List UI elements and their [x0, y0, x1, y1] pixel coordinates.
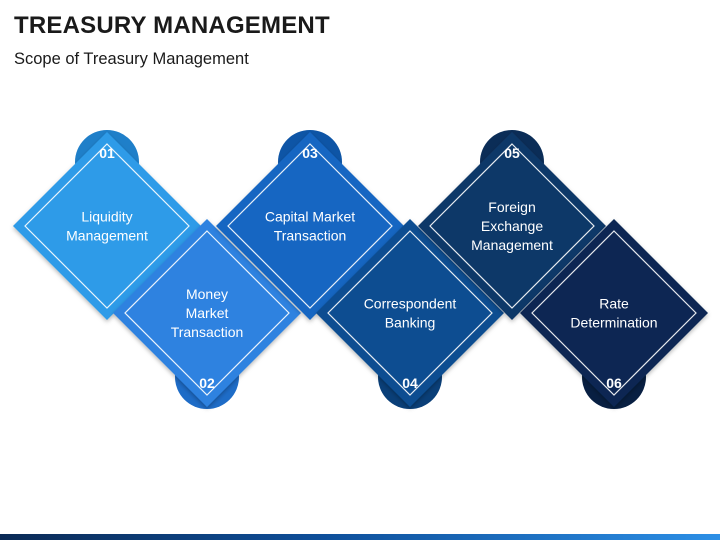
step-5-outline: [429, 143, 595, 309]
step-5-diamond: [418, 132, 606, 320]
step-2-label-line: Transaction: [171, 324, 244, 340]
step-2-outline: [124, 230, 290, 396]
step-5-label-line: Management: [471, 237, 553, 253]
footer-bar: [0, 534, 720, 540]
step-2-diamond: [113, 219, 301, 407]
step-6-diamond: [520, 219, 708, 407]
step-5-label-line: Exchange: [481, 218, 543, 234]
step-3-outline: [227, 143, 393, 309]
step-4-outline: [327, 230, 493, 396]
step-5-label-line: Foreign: [488, 199, 535, 215]
step-6-label-line: Rate: [599, 296, 629, 312]
step-4-diamond: [316, 219, 504, 407]
step-3-label-line: Transaction: [274, 228, 347, 244]
step-6-label-line: Determination: [570, 315, 657, 331]
step-4-label-line: Correspondent: [364, 296, 457, 312]
step-4-number: 04: [402, 375, 418, 391]
step-1-label-line: Management: [66, 228, 148, 244]
step-1-outline: [24, 143, 190, 309]
page-subtitle: Scope of Treasury Management: [14, 50, 249, 68]
step-2-label-line: Market: [186, 305, 229, 321]
step-3-label-line: Capital Market: [265, 209, 355, 225]
step-2-label-line: Money: [186, 286, 228, 302]
step-5-number: 05: [504, 145, 520, 161]
page-title: TREASURY MANAGEMENT: [14, 12, 330, 39]
step-2-number: 02: [199, 375, 215, 391]
step-6-outline: [531, 230, 697, 396]
step-1-number: 01: [99, 145, 115, 161]
step-6-number: 06: [606, 375, 622, 391]
step-3-number: 03: [302, 145, 318, 161]
step-4-label-line: Banking: [385, 315, 436, 331]
step-1-label-line: Liquidity: [81, 209, 132, 225]
